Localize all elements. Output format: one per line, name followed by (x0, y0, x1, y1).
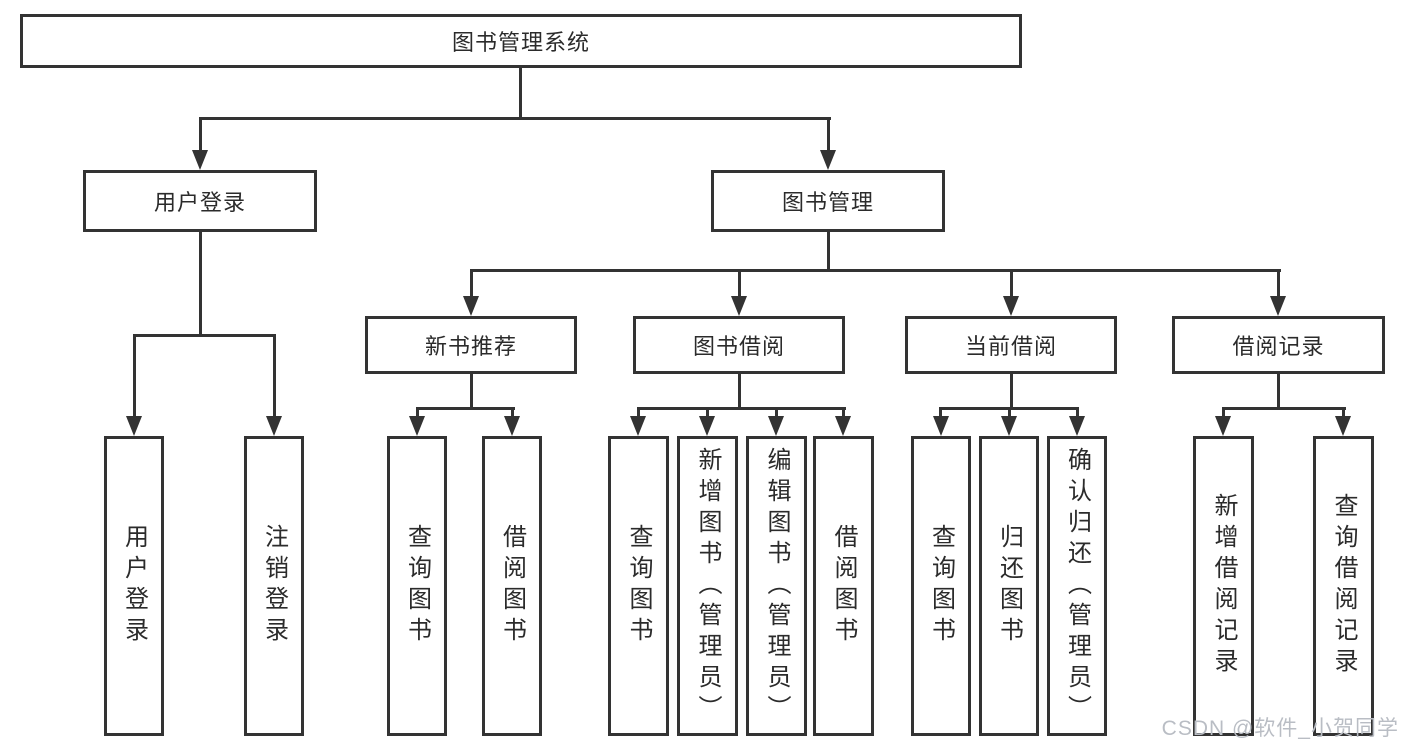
node-book-borrowing: 图书借阅 (633, 316, 845, 374)
connector-line (416, 407, 419, 419)
connector-line (939, 407, 942, 419)
connector-line (1008, 407, 1011, 419)
arrow-down-icon (126, 416, 142, 436)
node-label: 图书借阅 (692, 334, 785, 359)
arrow-down-icon (1270, 296, 1286, 316)
connector-line (775, 407, 778, 419)
node-label: 用户登录 (153, 190, 246, 215)
arrow-down-icon (266, 416, 282, 436)
node-label: 当前借阅 (964, 334, 1057, 359)
arrow-down-icon (192, 150, 208, 170)
arrow-down-icon (1215, 416, 1231, 436)
leaf-label: 查询图书 (625, 524, 652, 648)
arrow-down-icon (731, 296, 747, 316)
connector-line (470, 269, 473, 299)
arrow-down-icon (933, 416, 949, 436)
leaf-label: 查询图书 (403, 524, 431, 648)
arrow-down-icon (1069, 416, 1085, 436)
leaf-query-books-recommendation: 查询图书 (387, 436, 447, 736)
leaf-add-borrow-record: 新增借阅记录 (1193, 436, 1254, 736)
connector-line (470, 269, 1281, 272)
leaf-label: 编辑图书（管理员） (763, 446, 790, 726)
arrow-down-icon (1003, 296, 1019, 316)
connector-line (1222, 407, 1346, 410)
connector-line (199, 232, 202, 337)
node-new-book-recommendation: 新书推荐 (365, 316, 577, 374)
leaf-confirm-return-admin: 确认归还（管理员） (1047, 436, 1107, 736)
connector-line (273, 334, 276, 418)
connector-line (1076, 407, 1079, 419)
connector-line (637, 407, 846, 410)
leaf-query-borrow-record: 查询借阅记录 (1313, 436, 1374, 736)
leaf-label: 归还图书 (995, 524, 1023, 648)
arrow-down-icon (504, 416, 520, 436)
arrow-down-icon (463, 296, 479, 316)
node-book-management: 图书管理 (711, 170, 945, 232)
node-borrowing-records: 借阅记录 (1172, 316, 1385, 374)
connector-line (1277, 269, 1280, 299)
leaf-borrow-books: 借阅图书 (813, 436, 874, 736)
leaf-label: 借阅图书 (830, 524, 857, 648)
arrow-down-icon (699, 416, 715, 436)
leaf-logout: 注销登录 (244, 436, 304, 736)
connector-line (827, 117, 830, 154)
connector-line (1277, 374, 1280, 410)
arrow-down-icon (409, 416, 425, 436)
node-user-login: 用户登录 (83, 170, 317, 232)
connector-line (1222, 407, 1225, 419)
connector-line (706, 407, 709, 419)
leaf-label: 用户登录 (120, 524, 148, 648)
connector-line (519, 67, 522, 120)
connector-line (1010, 269, 1013, 299)
leaf-label: 查询借阅记录 (1330, 493, 1357, 679)
connector-line (470, 374, 473, 410)
connector-line (1342, 407, 1345, 419)
connector-line (637, 407, 640, 419)
connector-line (827, 232, 830, 272)
leaf-query-books-borrowing: 查询图书 (608, 436, 669, 736)
node-label: 图书管理系统 (451, 30, 590, 55)
connector-line (738, 374, 741, 410)
leaf-query-books-current: 查询图书 (911, 436, 971, 736)
leaf-label: 确认归还（管理员） (1063, 446, 1091, 726)
leaf-edit-books-admin: 编辑图书（管理员） (746, 436, 807, 736)
connector-line (199, 117, 202, 154)
connector-line (199, 117, 831, 120)
connector-line (416, 407, 515, 410)
connector-line (738, 269, 741, 299)
connector-line (133, 334, 136, 418)
leaf-borrow-books-recommendation: 借阅图书 (482, 436, 542, 736)
arrow-down-icon (768, 416, 784, 436)
leaf-add-books-admin: 新增图书（管理员） (677, 436, 738, 736)
connector-line (133, 334, 276, 337)
arrow-down-icon (835, 416, 851, 436)
node-library-management-system: 图书管理系统 (20, 14, 1022, 68)
leaf-return-books: 归还图书 (979, 436, 1039, 736)
leaf-label: 新增借阅记录 (1210, 493, 1237, 679)
leaf-label: 借阅图书 (498, 524, 526, 648)
node-label: 图书管理 (781, 190, 874, 215)
arrow-down-icon (1335, 416, 1351, 436)
connector-line (1010, 374, 1013, 410)
leaf-label: 注销登录 (260, 524, 288, 648)
leaf-user-login: 用户登录 (104, 436, 164, 736)
arrow-down-icon (820, 150, 836, 170)
node-current-borrowing: 当前借阅 (905, 316, 1117, 374)
leaf-label: 新增图书（管理员） (694, 446, 721, 726)
arrow-down-icon (630, 416, 646, 436)
node-label: 新书推荐 (424, 334, 517, 359)
arrow-down-icon (1001, 416, 1017, 436)
watermark: CSDN @软件_小贺同学 (1161, 717, 1399, 740)
connector-line (842, 407, 845, 419)
node-label: 借阅记录 (1232, 334, 1325, 359)
connector-line (511, 407, 514, 419)
leaf-label: 查询图书 (927, 524, 955, 648)
